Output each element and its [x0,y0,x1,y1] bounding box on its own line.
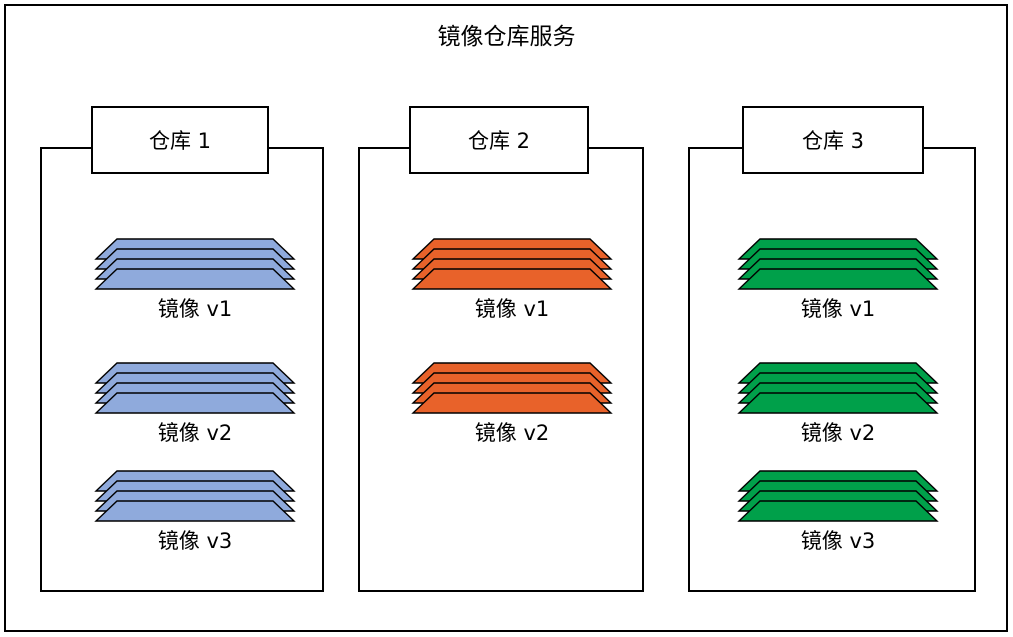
image-layer [94,392,296,414]
image-item[interactable]: 镜像 v3 [737,470,939,555]
image-layer-stack-icon [94,470,296,522]
image-label: 镜像 v2 [474,421,550,445]
image-layer-stack-icon [411,362,613,414]
image-item[interactable]: 镜像 v2 [94,362,296,447]
image-item[interactable]: 镜像 v1 [411,238,613,323]
image-item[interactable]: 镜像 v2 [411,362,613,447]
repository-header-3[interactable]: 仓库 3 [742,106,924,174]
repository-header-label: 仓库 3 [801,129,865,153]
repository-header-1[interactable]: 仓库 1 [91,106,269,174]
image-label: 镜像 v2 [157,421,233,445]
image-layer [411,268,613,290]
image-layer-stack-icon [737,470,939,522]
image-label: 镜像 v3 [800,529,876,553]
image-layer-stack-icon [737,362,939,414]
image-label: 镜像 v1 [474,297,550,321]
image-label: 镜像 v2 [800,421,876,445]
image-label: 镜像 v3 [157,529,233,553]
image-layer-stack-icon [94,238,296,290]
image-item[interactable]: 镜像 v2 [737,362,939,447]
page-title: 镜像仓库服务 [437,24,576,50]
image-layer [737,500,939,522]
image-item[interactable]: 镜像 v1 [737,238,939,323]
image-layer-stack-icon [411,238,613,290]
image-layer [94,268,296,290]
image-layer [94,500,296,522]
repository-header-label: 仓库 1 [148,129,212,153]
repository-header-label: 仓库 2 [467,129,531,153]
image-layer-stack-icon [737,238,939,290]
repository-header-2[interactable]: 仓库 2 [409,106,589,174]
image-item[interactable]: 镜像 v1 [94,238,296,323]
image-label: 镜像 v1 [800,297,876,321]
image-item[interactable]: 镜像 v3 [94,470,296,555]
image-layer-stack-icon [94,362,296,414]
image-label: 镜像 v1 [157,297,233,321]
image-layer [737,268,939,290]
image-layer [411,392,613,414]
image-layer [737,392,939,414]
